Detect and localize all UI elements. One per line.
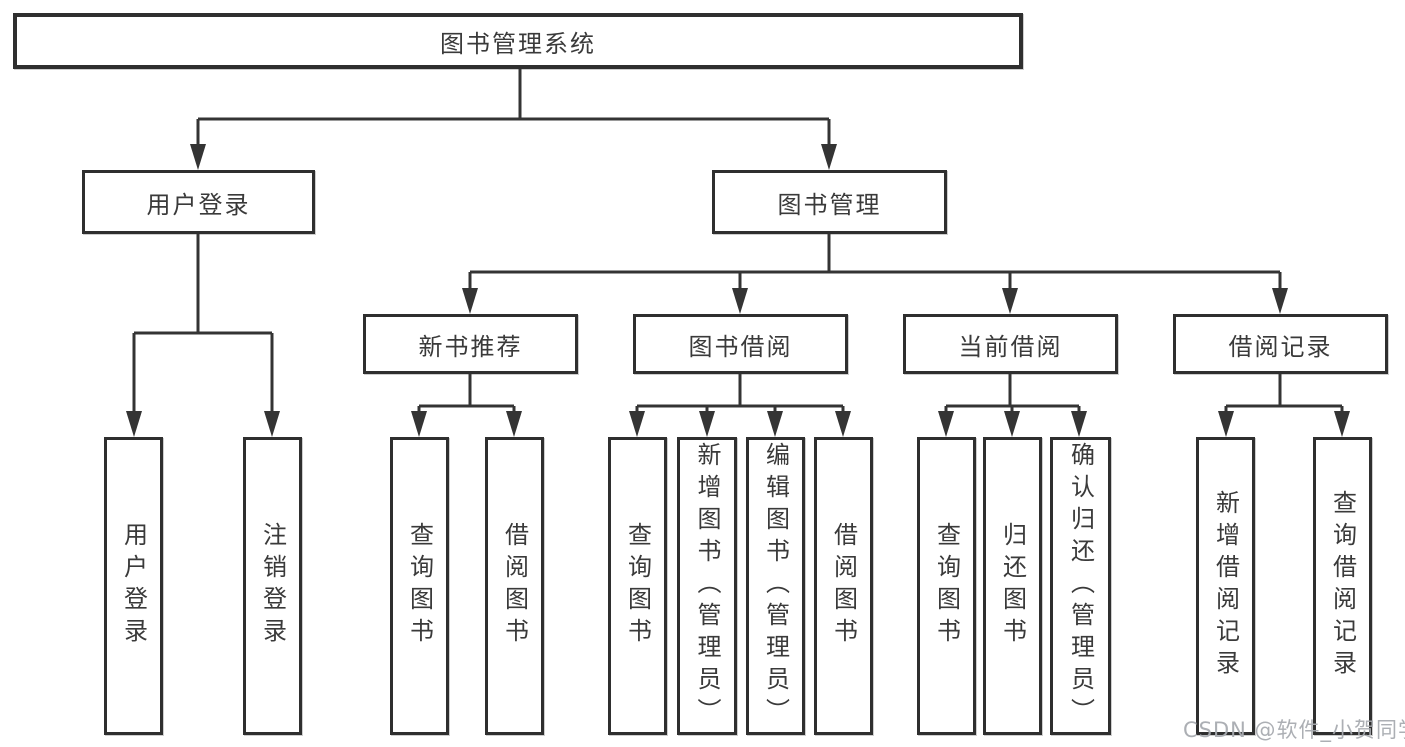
- connector-current-children: [938, 374, 1087, 437]
- leaf-confirm-return-admin: 确认归还（管理员）: [1050, 437, 1111, 735]
- leaf-add-borrow-record: 新增借阅记录: [1196, 437, 1255, 735]
- leaf-query-borrow-record: 查询借阅记录: [1313, 437, 1372, 735]
- connector-root-to-level2: [190, 69, 837, 170]
- connector-book-to-level3: [462, 234, 1288, 314]
- node-current-borrowing: 当前借阅: [903, 314, 1118, 374]
- leaf-borrow-books-1: 借阅图书: [485, 437, 544, 735]
- csdn-watermark: CSDN @软件_小贺同学: [1183, 718, 1405, 742]
- leaf-borrow-books-2: 借阅图书: [814, 437, 873, 735]
- connector-borrowing-children: [629, 374, 851, 437]
- leaf-add-books-admin: 新增图书（管理员）: [677, 437, 737, 735]
- leaf-query-books-2: 查询图书: [608, 437, 667, 735]
- leaf-logout: 注销登录: [243, 437, 302, 735]
- node-book-management: 图书管理: [712, 170, 947, 234]
- connector-records-children: [1218, 374, 1350, 437]
- leaf-return-books: 归还图书: [983, 437, 1042, 735]
- leaf-edit-books-admin: 编辑图书（管理员）: [746, 437, 805, 735]
- node-user-login: 用户登录: [82, 170, 315, 234]
- leaf-query-books-3: 查询图书: [917, 437, 976, 735]
- node-book-borrowing: 图书借阅: [633, 314, 848, 374]
- connector-user-branch: [126, 234, 280, 437]
- connector-newbooks-children: [411, 374, 522, 437]
- leaf-user-login: 用户登录: [104, 437, 163, 735]
- node-borrowing-records: 借阅记录: [1173, 314, 1388, 374]
- leaf-query-books-1: 查询图书: [390, 437, 449, 735]
- node-library-management-system: 图书管理系统: [13, 13, 1023, 69]
- node-new-book-recommendation: 新书推荐: [363, 314, 578, 374]
